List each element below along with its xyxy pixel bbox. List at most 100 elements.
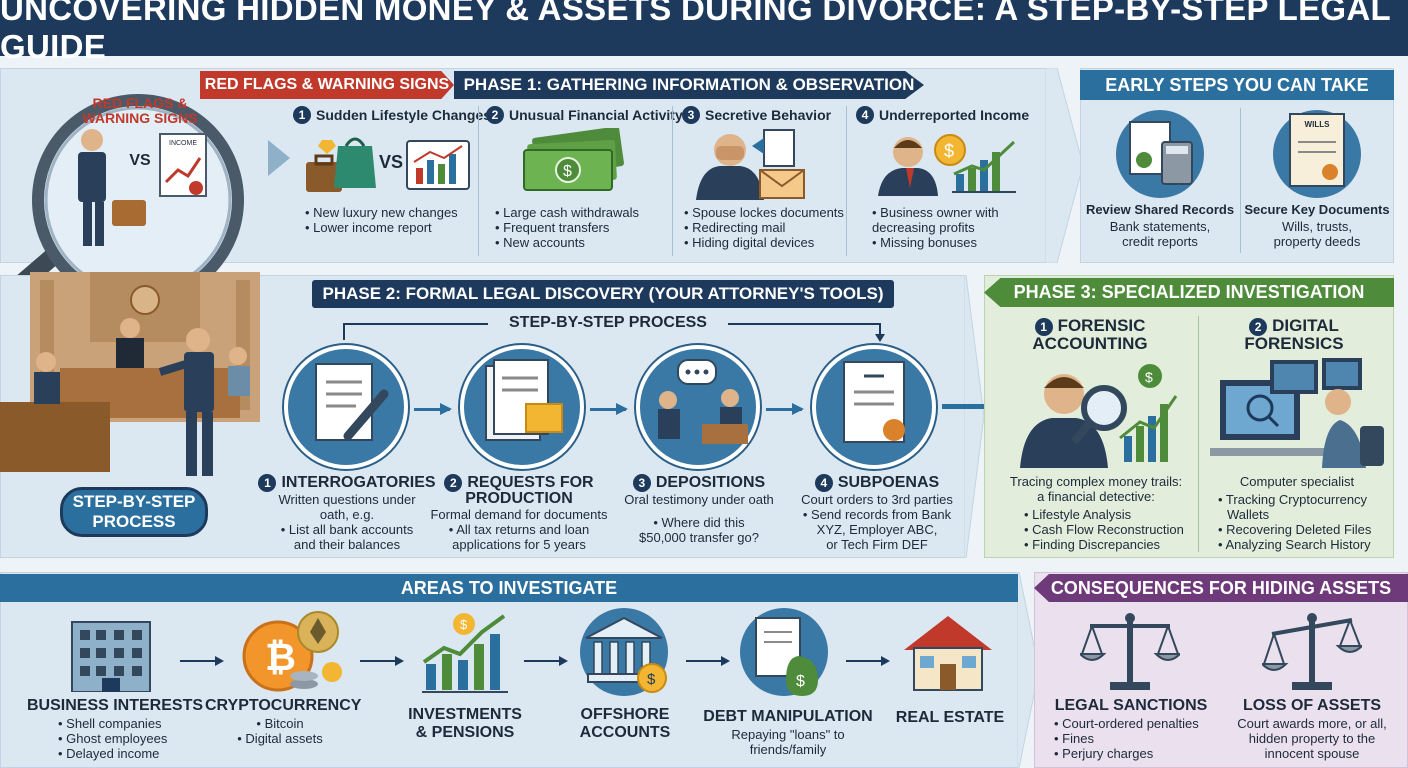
step-4-line-2: • Send records from Bank [802,507,952,522]
step-3-line-1: Oral testimony under oath [624,492,774,507]
phase1-divider-2 [672,106,673,256]
step-1-line-1: Written questions under [278,492,416,507]
subpoenas-icon [843,361,905,443]
phase2-panel-arrow [964,275,985,558]
area-1-line-2: • Ghost employees [58,731,168,746]
phase1-item-4-bullet-3: • Missing bonuses [872,235,977,250]
area-arrow-1 [180,656,224,666]
area-arrow-3 [524,656,568,666]
red-flags-banner: RED FLAGS & WARNING SIGNS [200,71,454,99]
lens-label: RED FLAGS & WARNING SIGNS [82,95,198,126]
area-4-title-2: ACCOUNTS [579,724,671,741]
requests-icon [485,359,563,441]
step-arrow-2 [590,403,628,415]
area-1-line-3: • Delayed income [58,746,160,761]
title-bar: UNCOVERING HIDDEN MONEY & ASSETS DURING … [0,0,1408,65]
early-steps-banner: EARLY STEPS YOU CAN TAKE [1080,70,1394,100]
phase3-item-1-line-4: • Cash Flow Reconstruction [1024,522,1184,537]
crypto-coins-icon: ₿ [242,611,342,692]
lens-vs: VS [129,152,151,169]
consequence-1-title: LEGAL SANCTIONS [1054,697,1208,714]
step-2-title-2: PRODUCTION [465,490,573,507]
key-documents-icon [1273,110,1361,198]
depositions-icon [658,359,748,444]
phase1-item-1-bullet-2: • Lower income report [305,220,432,235]
phase3-item-1-line-1: Tracing complex money trails: [1009,474,1183,489]
areas-panel-arrow [1017,572,1040,768]
consequence-1-line-2: • Fines [1054,731,1094,746]
area-6-title: REAL ESTATE [895,709,1005,726]
svg-text:$: $ [460,617,468,632]
svg-text:$: $ [563,163,572,180]
phase1-item-4-bullet-1: • Business owner with [872,205,999,220]
page-title: UNCOVERING HIDDEN MONEY & ASSETS DURING … [0,0,1391,65]
early-step-2-title: Secure Key Documents [1244,202,1390,217]
wills-doc-label: WILLS [1304,120,1330,129]
phase1-banner: PHASE 1: GATHERING INFORMATION & OBSERVA… [454,71,924,99]
phase1-divider-1 [478,106,479,256]
area-4-title: OFFSHORE [580,706,670,723]
lens-doc-label: INCOME [169,140,197,147]
phase3-item-1-line-2: a financial detective: [1037,489,1155,504]
area-3-title-2: & PENSIONS [415,724,515,741]
step-4-line-3: XYZ, Employer ABC, [816,522,938,537]
cash-stack-icon: $ [523,128,624,191]
phase1-item-3-bullet-3: • Hiding digital devices [684,235,815,250]
phase3-item-2-line-1: Computer specialist [1239,474,1355,489]
shared-records-icon [1116,110,1204,198]
step-3-line-4: $50,000 transfer go? [639,530,759,545]
step-1-line-3: • List all bank accounts [280,522,414,537]
phase1-item-4-bullet-2: decreasing profits [872,220,975,235]
step-1-line-2: oath, e.g. [319,507,375,522]
svg-text:₿: ₿ [265,637,296,679]
area-2-line-2: • Digital assets [237,731,323,746]
phase3-item-2-title-2: FORENSICS [1244,334,1344,353]
step-3-line-3: • Where did this [653,515,745,530]
process-label: STEP-BY-STEP PROCESS [488,314,728,332]
phase3-item-1-line-5: • Finding Discrepancies [1024,537,1161,552]
chevron-right-icon [268,140,290,176]
step-1-line-4: and their balances [293,537,401,552]
phase3-panel [984,275,1394,558]
phase3-item-1-title-2: ACCOUNTING [1032,334,1148,353]
consequence-1-line-1: • Court-ordered penalties [1054,716,1199,731]
unbalanced-scale-icon [1262,613,1362,690]
phase1-item-1-bullet-1: • New luxury new changes [305,205,458,220]
phase1-panel-arrow [1045,68,1084,263]
step-arrow-1 [414,403,452,415]
area-5-line-1: Repaying "loans" to [731,727,845,742]
phase1-item-2-bullet-3: • New accounts [495,235,585,250]
early-step-2-desc-1: Wills, trusts, [1281,219,1353,234]
consequence-2-line-1: Court awards more, or all, [1237,716,1387,731]
step-2-line-1: Formal demand for documents [430,507,608,522]
area-arrow-4 [686,656,730,666]
area-1-line-1: • Shell companies [58,716,162,731]
phase2-banner: PHASE 2: FORMAL LEGAL DISCOVERY (YOUR AT… [312,280,894,308]
debt-document-icon: $ [740,608,828,696]
early-step-2-desc-2: property deeds [1273,234,1361,249]
phase1-item-3-bullet-2: • Redirecting mail [684,220,786,235]
step-4-line-1: Court orders to 3rd parties [801,492,953,507]
area-arrow-2 [360,656,404,666]
areas-panel [0,572,1018,768]
luxury-goods-icon [306,137,376,192]
phase1-item-2-bullet-2: • Frequent transfers [495,220,610,235]
step-4-line-4: or Tech Firm DEF [826,537,928,552]
step-arrow-3 [766,403,804,415]
early-steps-divider [1240,108,1241,253]
legal-scale-icon [1080,613,1180,690]
building-icon [71,621,151,692]
digital-forensics-icon [1210,358,1384,468]
phase3-item-2-line-3: Wallets [1227,507,1270,522]
svg-text:$: $ [796,673,805,690]
consequence-2-title: LOSS OF ASSETS [1242,697,1382,714]
phase1-divider-3 [846,106,847,256]
phase1-item-3-bullet-1: • Spouse lockes documents [684,205,844,220]
